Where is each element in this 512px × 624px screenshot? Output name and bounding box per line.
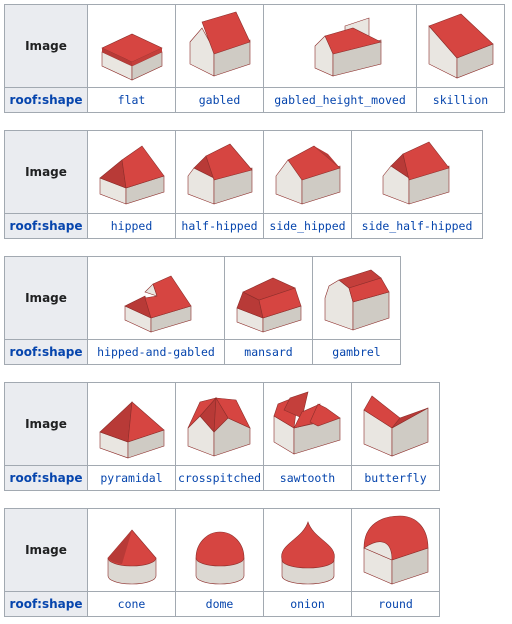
value-flat[interactable]: flat	[87, 87, 176, 113]
gambrel-roof-icon	[324, 269, 389, 331]
value-hipped-and-gabled[interactable]: hipped-and-gabled	[87, 339, 225, 365]
value-gambrel[interactable]: gambrel	[312, 339, 401, 365]
image-flat	[87, 4, 176, 88]
image-hipped	[87, 130, 176, 214]
value-mansard[interactable]: mansard	[224, 339, 313, 365]
sawtooth-roof-icon	[273, 391, 341, 455]
value-crosspitched[interactable]: crosspitched	[175, 465, 264, 491]
hipped-roof-icon	[98, 145, 164, 205]
gabled-height-moved-roof-icon	[314, 17, 382, 77]
side-half-hipped-roof-icon	[382, 141, 450, 205]
crosspitched-roof-icon	[187, 397, 251, 457]
value-gabled-height-moved[interactable]: gabled_height_moved	[263, 87, 417, 113]
value-dome[interactable]: dome	[175, 591, 264, 617]
image-dome	[175, 508, 264, 592]
value-side-hipped[interactable]: side_hipped	[263, 213, 352, 239]
value-sawtooth[interactable]: sawtooth	[263, 465, 352, 491]
image-gabled-height-moved	[263, 4, 417, 88]
value-round[interactable]: round	[351, 591, 440, 617]
image-half-hipped	[175, 130, 264, 214]
value-cone[interactable]: cone	[87, 591, 176, 617]
image-header: Image	[4, 382, 88, 466]
side-hipped-roof-icon	[275, 145, 341, 205]
mansard-roof-icon	[236, 277, 301, 333]
key-header: roof:shape	[4, 465, 88, 491]
image-sawtooth	[263, 382, 352, 466]
roof-shape-table-3: Image	[4, 256, 401, 365]
flat-roof-icon	[100, 33, 163, 81]
roof-shape-table-5: Image	[4, 508, 440, 617]
hipped-and-gabled-roof-icon	[124, 275, 192, 333]
value-side-half-hipped[interactable]: side_half-hipped	[351, 213, 483, 239]
image-hipped-and-gabled	[87, 256, 225, 340]
image-mansard	[224, 256, 313, 340]
dome-roof-icon	[195, 531, 244, 585]
value-pyramidal[interactable]: pyramidal	[87, 465, 176, 491]
onion-roof-icon	[280, 521, 335, 585]
cone-roof-icon	[107, 529, 156, 585]
image-round	[351, 508, 440, 592]
value-half-hipped[interactable]: half-hipped	[175, 213, 264, 239]
key-header: roof:shape	[4, 87, 88, 113]
butterfly-roof-icon	[363, 395, 428, 457]
image-gabled	[175, 4, 264, 88]
roof-shape-table-4: Image	[4, 382, 440, 491]
image-cone	[87, 508, 176, 592]
pyramidal-roof-icon	[98, 401, 165, 459]
image-header: Image	[4, 130, 88, 214]
image-gambrel	[312, 256, 401, 340]
roof-shape-table-1: Image	[4, 4, 505, 113]
image-side-half-hipped	[351, 130, 483, 214]
image-header: Image	[4, 256, 88, 340]
key-header: roof:shape	[4, 339, 88, 365]
value-butterfly[interactable]: butterfly	[351, 465, 440, 491]
image-skillion	[416, 4, 505, 88]
round-roof-icon	[363, 515, 428, 585]
value-gabled[interactable]: gabled	[175, 87, 264, 113]
roof-shape-table-2: Image	[4, 130, 483, 239]
image-butterfly	[351, 382, 440, 466]
value-onion[interactable]: onion	[263, 591, 352, 617]
half-hipped-roof-icon	[187, 143, 253, 205]
key-header: roof:shape	[4, 591, 88, 617]
value-hipped[interactable]: hipped	[87, 213, 176, 239]
key-header: roof:shape	[4, 213, 88, 239]
image-header: Image	[4, 508, 88, 592]
image-header: Image	[4, 4, 88, 88]
image-onion	[263, 508, 352, 592]
image-pyramidal	[87, 382, 176, 466]
value-skillion[interactable]: skillion	[416, 87, 505, 113]
gabled-roof-icon	[189, 11, 250, 77]
image-crosspitched	[175, 382, 264, 466]
skillion-roof-icon	[427, 13, 494, 79]
image-side-hipped	[263, 130, 352, 214]
